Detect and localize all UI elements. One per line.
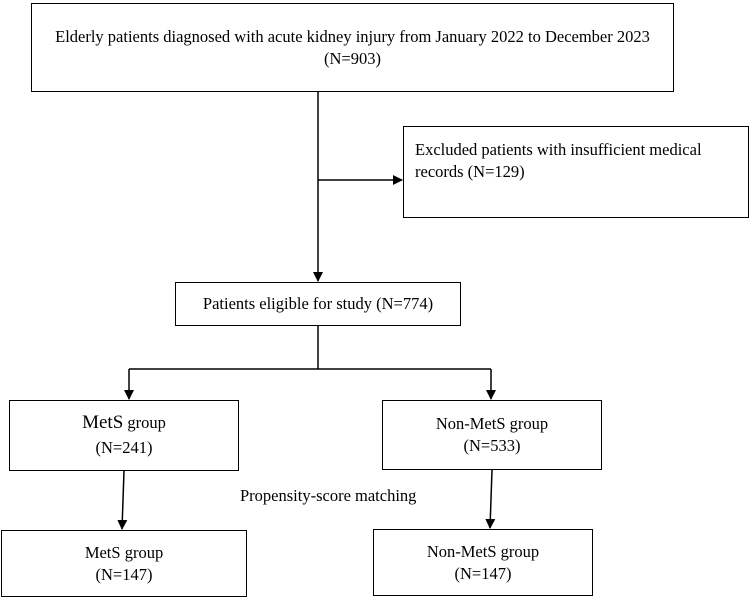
mets-matched-box: MetS group (N=147) (1, 530, 247, 597)
excluded-count: records (N=129) (415, 162, 525, 181)
nonmets-group-label: Non-MetS group (435, 414, 549, 433)
eligible-box: Patients eligible for study (N=774) (175, 282, 461, 326)
cohort-description: Elderly patients diagnosed with acute ki… (55, 26, 650, 46)
mets-label-suffix: group (123, 413, 166, 432)
excluded-box: Excluded patients with insufficient medi… (403, 126, 749, 218)
cohort-count: (N=903) (324, 48, 381, 68)
nonmets-matched-box: Non-MetS group (N=147) (373, 529, 593, 596)
mets-group-count: (N=241) (95, 438, 153, 457)
matching-label: Propensity-score matching (240, 486, 417, 505)
eligible-text: Patients eligible for study (N=774) (202, 294, 434, 313)
mets-group-box: MetS group (N=241) (9, 400, 239, 471)
nonmets-matched-label: Non-MetS group (426, 541, 540, 561)
nonmets-matched-count: (N=147) (454, 563, 512, 583)
mets-label-main: MetS (82, 412, 124, 433)
cohort-box: Elderly patients diagnosed with acute ki… (31, 3, 674, 92)
mets-group-label: MetS group (82, 411, 166, 436)
mets-matching-arrow (117, 470, 128, 530)
mets-matched-count: (N=147) (95, 564, 153, 584)
excluded-description: Excluded patients with insufficient medi… (415, 140, 702, 159)
nonmets-group-box: Non-MetS group (N=533) (382, 400, 602, 470)
nonmets-matching-arrow (485, 469, 496, 529)
mets-matched-label: MetS group (84, 542, 164, 562)
nonmets-group-count: (N=533) (463, 436, 521, 455)
